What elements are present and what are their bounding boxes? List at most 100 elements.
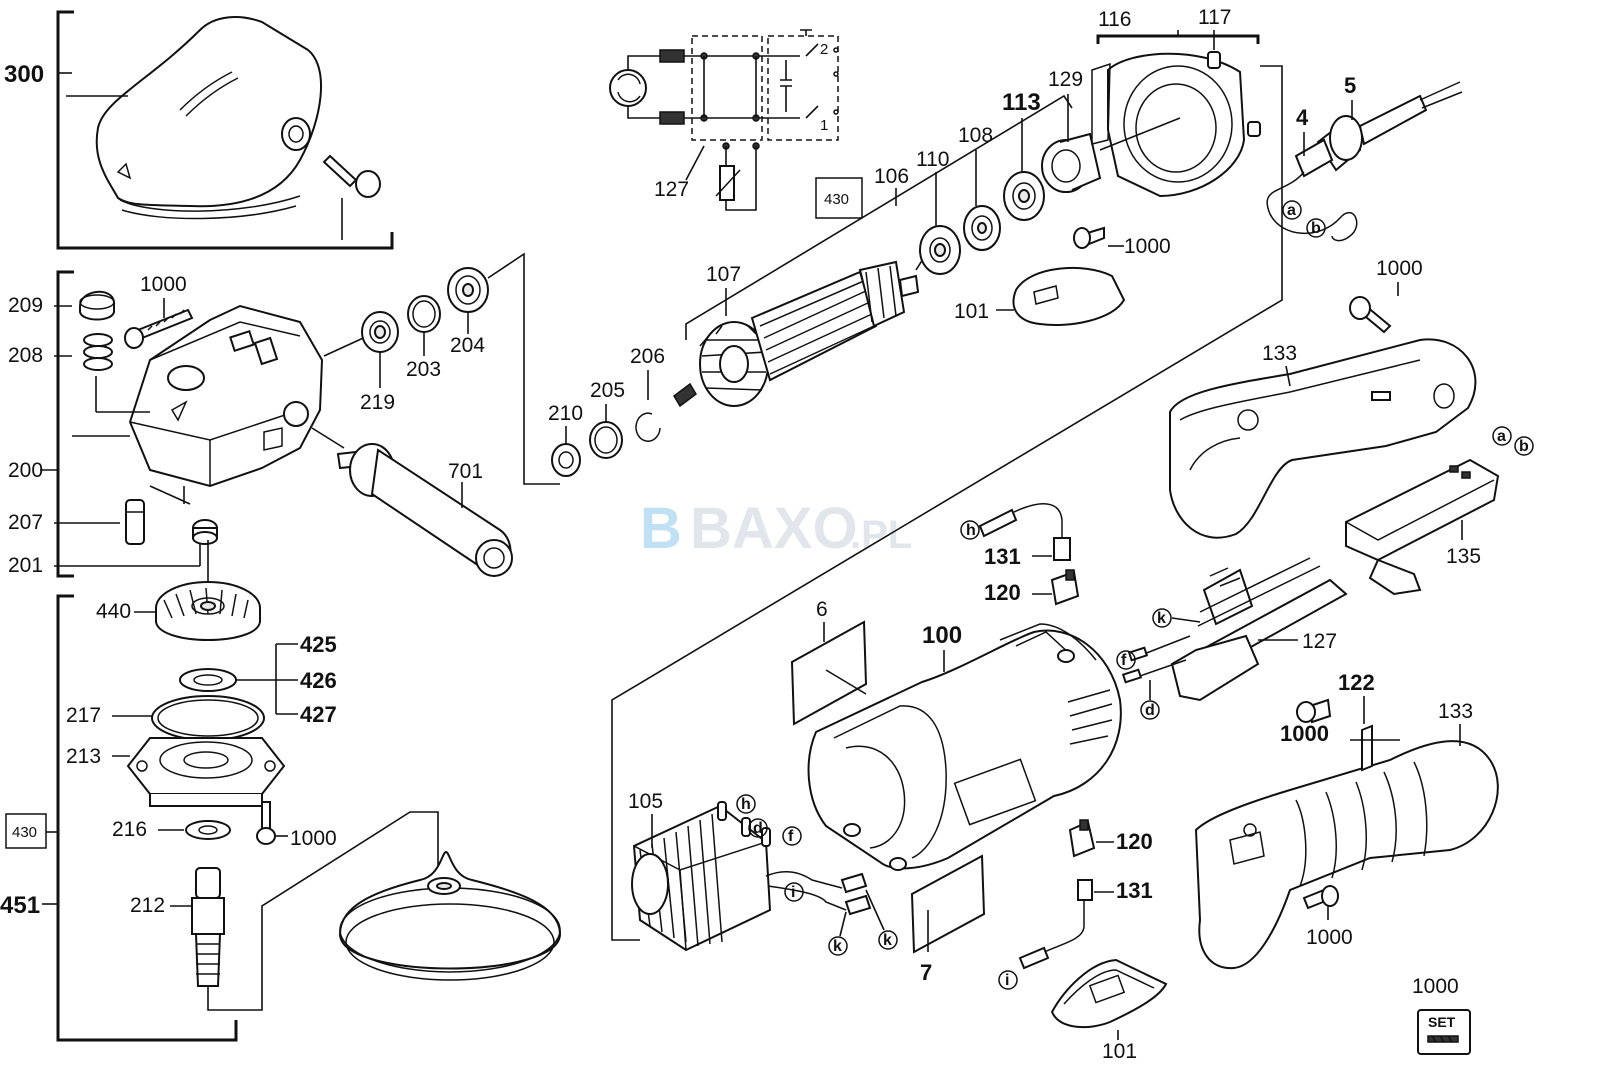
callout-6: 6 [816, 598, 828, 621]
part-brush-assembly-bottom: 120 131 i 101 [998, 819, 1168, 1063]
part-440-bevel-gear [155, 581, 261, 641]
group-200-bracket [56, 270, 74, 578]
callout-209: 209 [8, 294, 43, 317]
callout-1000-122: 1000 [1280, 721, 1329, 746]
wire-letter-d-stator: d [753, 820, 763, 837]
wire-letter-i-lower: i [1005, 972, 1009, 989]
circuit-schematic: 2 1 127 [609, 29, 839, 211]
part-206-clip [635, 412, 661, 442]
part-1000-screw-gear [256, 801, 276, 845]
wire-letter-h-stator: h [741, 796, 751, 813]
callout-133-top: 133 [1262, 342, 1297, 365]
part-213-flange [126, 737, 286, 807]
wire-letter-a-switch: a [1497, 428, 1506, 445]
watermark: B BAXO .PL [640, 496, 912, 561]
part-219-bearing [361, 311, 399, 353]
callout-101-bottom: 101 [1102, 1040, 1137, 1063]
part-108-bearing [963, 205, 1001, 251]
part-cord-assembly: 4 5 a b [1266, 73, 1463, 242]
callout-1000-set: 1000 [1412, 975, 1459, 998]
callout-101-top: 101 [954, 300, 989, 323]
part-207-pin [125, 499, 145, 545]
part-135-switch: a b 135 [1345, 426, 1534, 596]
part-105-stator: 105 h d f i k k [628, 790, 898, 956]
callout-217: 217 [66, 704, 101, 727]
callout-213: 213 [66, 745, 101, 768]
group-451-bracket [56, 594, 238, 1042]
wire-letter-f-stator: f [788, 828, 794, 845]
callout-440: 440 [96, 600, 131, 623]
set-label: SET [1428, 1014, 1456, 1030]
part-107-armature [673, 260, 920, 408]
callout-206: 206 [630, 345, 665, 368]
part-7-label: 7 [910, 854, 986, 985]
callout-129: 129 [1048, 68, 1083, 91]
callout-5: 5 [1344, 73, 1356, 98]
part-110-bearing [919, 225, 961, 275]
callout-216: 216 [112, 818, 147, 841]
callout-113: 113 [1002, 89, 1041, 116]
part-217-oring [151, 695, 265, 741]
group-200: 200 209 208 207 201 1000 [8, 252, 560, 578]
callout-120-bottom: 120 [1116, 829, 1153, 854]
callout-127-circuit: 127 [654, 178, 689, 201]
callout-1000-top: 1000 [140, 273, 187, 296]
callout-427: 427 [300, 702, 337, 727]
wire-letter-b-switch: b [1519, 438, 1529, 455]
callout-204: 204 [450, 334, 485, 357]
callout-116: 116 [1098, 8, 1131, 31]
callout-1000-handle: 1000 [1306, 926, 1353, 949]
watermark-suffix: .PL [850, 513, 912, 557]
part-113-bearing [1003, 171, 1045, 221]
part-210-washer [551, 443, 581, 477]
part-100-motor-housing: 100 [807, 622, 1122, 871]
callout-108: 108 [958, 124, 993, 147]
part-backing-pad [338, 850, 562, 981]
callout-208: 208 [8, 344, 43, 367]
wire-letter-k-bracket: k [1157, 610, 1166, 627]
callout-133-bottom: 133 [1438, 700, 1473, 723]
callout-701: 701 [448, 460, 483, 483]
callout-135: 135 [1446, 545, 1481, 568]
part-129-ring [1041, 132, 1102, 193]
part-201-bushing [192, 519, 218, 545]
part-116-fan-guard: 116 117 [611, 6, 1283, 941]
callout-107: 107 [706, 263, 741, 286]
group-300: 300 [4, 10, 394, 250]
part-216-washer [185, 820, 231, 840]
part-1000-set: 1000 SET [1412, 975, 1471, 1055]
callout-200: 200 [8, 459, 43, 482]
callout-1000-right: 1000 [1376, 257, 1423, 280]
part-gear-cover [66, 16, 323, 220]
callout-430-box: 430 [824, 191, 849, 208]
watermark-mark: B [640, 496, 682, 561]
wire-letter-k-stator-1: k [833, 938, 842, 955]
callout-105: 105 [628, 790, 663, 813]
part-133-handle-bottom: 133 1000 122 1000 [1194, 670, 1499, 970]
part-101-cover-top: 1000 101 [954, 226, 1171, 326]
callout-451: 451 [0, 892, 40, 919]
callout-127-right: 127 [1302, 630, 1337, 653]
part-127-bracket: 127 k f d [1116, 557, 1348, 720]
callout-212: 212 [130, 894, 165, 917]
callout-122: 122 [1338, 670, 1375, 695]
callout-4: 4 [1296, 105, 1309, 130]
part-203-ring [407, 295, 441, 333]
circuit-position-1: 1 [820, 117, 828, 134]
callout-219: 219 [360, 391, 395, 414]
part-425-washer [179, 668, 237, 692]
wire-letter-b-top: b [1311, 220, 1321, 237]
callout-425: 425 [300, 632, 337, 657]
callout-1000-cover: 1000 [1124, 235, 1171, 258]
callout-1000-gear: 1000 [290, 827, 337, 850]
group-451: 451 430 440 425 426 427 217 [0, 540, 439, 1042]
callout-203: 203 [406, 358, 441, 381]
part-208-springs [83, 333, 113, 371]
watermark-text: BAXO [690, 496, 858, 561]
callout-120-top: 120 [984, 580, 1021, 605]
callout-110: 110 [916, 148, 949, 171]
part-screw-300 [322, 154, 381, 240]
part-209-cap [79, 290, 115, 321]
callout-201: 201 [8, 554, 43, 577]
